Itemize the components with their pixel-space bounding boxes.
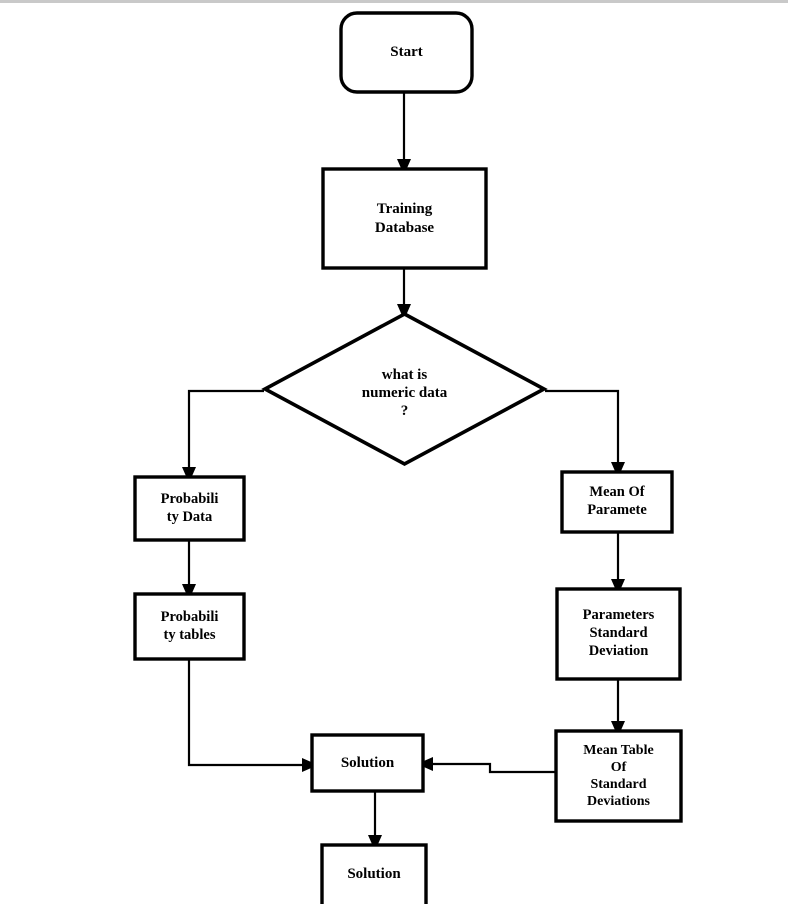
edge-mean-table-to-solution — [417, 757, 555, 774]
edges-group — [182, 93, 625, 851]
node-what-is-numeric-data-shape[interactable] — [261, 311, 548, 467]
page-top-rule — [0, 0, 788, 3]
node-probability-tables-shape[interactable] — [133, 592, 246, 661]
edge-probability-tables-to-solution — [187, 660, 318, 772]
node-start-shape[interactable] — [339, 11, 474, 94]
node-solution-merge-shape[interactable] — [310, 733, 425, 793]
edge-decision-right-to-mean-of-parameter — [545, 389, 625, 478]
nodes-group — [133, 11, 683, 904]
node-mean-table-of-standard-deviations-shape[interactable] — [554, 729, 683, 823]
node-probability-data-shape[interactable] — [133, 475, 246, 542]
edge-decision-left-to-probability-data — [182, 389, 264, 483]
node-training-database-shape[interactable] — [321, 167, 488, 270]
node-solution-final-shape[interactable] — [320, 843, 428, 904]
node-mean-of-parameter-shape[interactable] — [560, 470, 674, 534]
node-parameters-standard-deviation-shape[interactable] — [555, 587, 682, 681]
